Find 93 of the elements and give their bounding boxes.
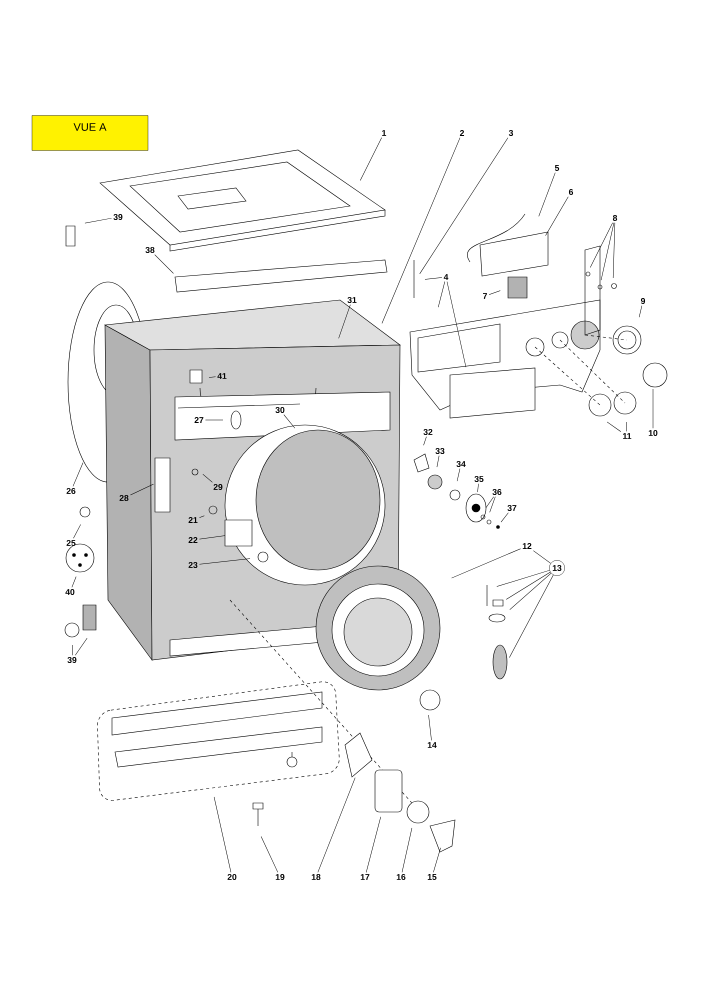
callout-number: 14: [428, 742, 437, 748]
leader-line: [260, 836, 278, 873]
leader-line: [486, 496, 494, 508]
leader-line: [436, 455, 440, 468]
leader-line: [360, 137, 382, 181]
leader-line: [338, 304, 351, 339]
callout-number: 5: [554, 165, 560, 171]
leader-line: [438, 281, 446, 308]
leader-line: [72, 462, 84, 487]
callout-number: 38: [145, 247, 154, 254]
leader-line: [423, 436, 427, 446]
leader-line: [284, 414, 296, 428]
leader-line: [366, 816, 381, 873]
callout-number: 19: [276, 874, 284, 880]
leader-line: [433, 848, 441, 873]
callout-number: 40: [65, 589, 74, 595]
leader-line: [600, 222, 614, 280]
leader-line: [402, 828, 412, 873]
leader-line: [451, 548, 521, 578]
leader-line: [84, 218, 112, 224]
leader-line: [73, 524, 81, 539]
leader-line: [75, 638, 88, 656]
callout-number: 35: [474, 476, 484, 482]
callout-number: 16: [396, 874, 406, 880]
leader-line: [590, 222, 613, 268]
callout-number: 8: [612, 215, 618, 221]
leader-line: [489, 496, 496, 513]
leader-line: [456, 468, 460, 482]
view-label-box: VUE A: [32, 115, 148, 151]
leader-line: [626, 422, 628, 432]
callout-number: 31: [347, 297, 356, 304]
callout-number: 39: [113, 214, 122, 220]
leader-line: [488, 290, 501, 295]
callout-number: 17: [360, 874, 370, 880]
callout-number: 29: [214, 484, 222, 490]
leader-line: [477, 483, 479, 492]
leader-line: [199, 535, 226, 540]
leader-line: [382, 137, 460, 324]
callout-number: 36: [492, 489, 502, 496]
callout-number: 7: [483, 293, 487, 299]
callout-number: 22: [188, 537, 198, 543]
leader-line: [202, 474, 213, 483]
circled-callout-number: 13: [549, 560, 565, 576]
leader-line: [638, 305, 642, 318]
leader-line: [214, 796, 232, 873]
leader-line: [424, 277, 442, 280]
callout-number: 1: [382, 130, 386, 136]
callout-number: 26: [66, 488, 76, 494]
callout-number: 9: [640, 298, 646, 304]
leader-line: [606, 422, 622, 432]
callout-number: 32: [423, 429, 432, 436]
leader-line: [509, 574, 554, 658]
leader-line: [199, 558, 250, 565]
callout-number: 11: [623, 433, 632, 439]
callout-number: 21: [188, 517, 198, 523]
leader-line: [510, 572, 552, 610]
leader-line: [72, 576, 76, 588]
callout-number: 4: [444, 274, 448, 280]
callout-number: 41: [217, 373, 226, 379]
leader-line: [533, 550, 551, 564]
callout-number: 20: [228, 874, 236, 880]
callout-number: 2: [460, 130, 464, 136]
leader-line: [500, 512, 509, 522]
callout-number: 30: [275, 407, 284, 414]
leader-line: [538, 172, 556, 217]
leader-line: [446, 281, 466, 368]
callout-number: 34: [456, 461, 466, 468]
callout-number: 33: [435, 448, 444, 454]
leader-line: [318, 777, 356, 873]
callout-number: 28: [120, 495, 128, 501]
callout-number: 3: [508, 130, 514, 136]
callout-number: 39: [67, 657, 76, 664]
leader-line: [652, 388, 654, 429]
leader-line: [72, 644, 73, 656]
leader-line: [208, 376, 216, 378]
callout-number: 12: [522, 543, 532, 549]
leader-line: [506, 572, 551, 600]
callout-number: 23: [188, 562, 198, 568]
leader-line: [130, 484, 154, 496]
leader-line: [419, 137, 508, 274]
leader-line: [545, 196, 568, 236]
callout-number: 37: [507, 505, 516, 512]
leader-line: [612, 222, 616, 278]
callout-number: 10: [648, 430, 658, 436]
leader-line: [428, 714, 432, 741]
leader-line: [199, 516, 205, 518]
callout-number: 25: [66, 540, 76, 546]
leader-line: [154, 254, 174, 274]
callout-number: 15: [428, 874, 436, 880]
leader-line: [496, 570, 550, 587]
callout-number: 27: [194, 417, 204, 423]
callout-number: 18: [312, 874, 320, 880]
callout-number: 6: [568, 189, 574, 195]
